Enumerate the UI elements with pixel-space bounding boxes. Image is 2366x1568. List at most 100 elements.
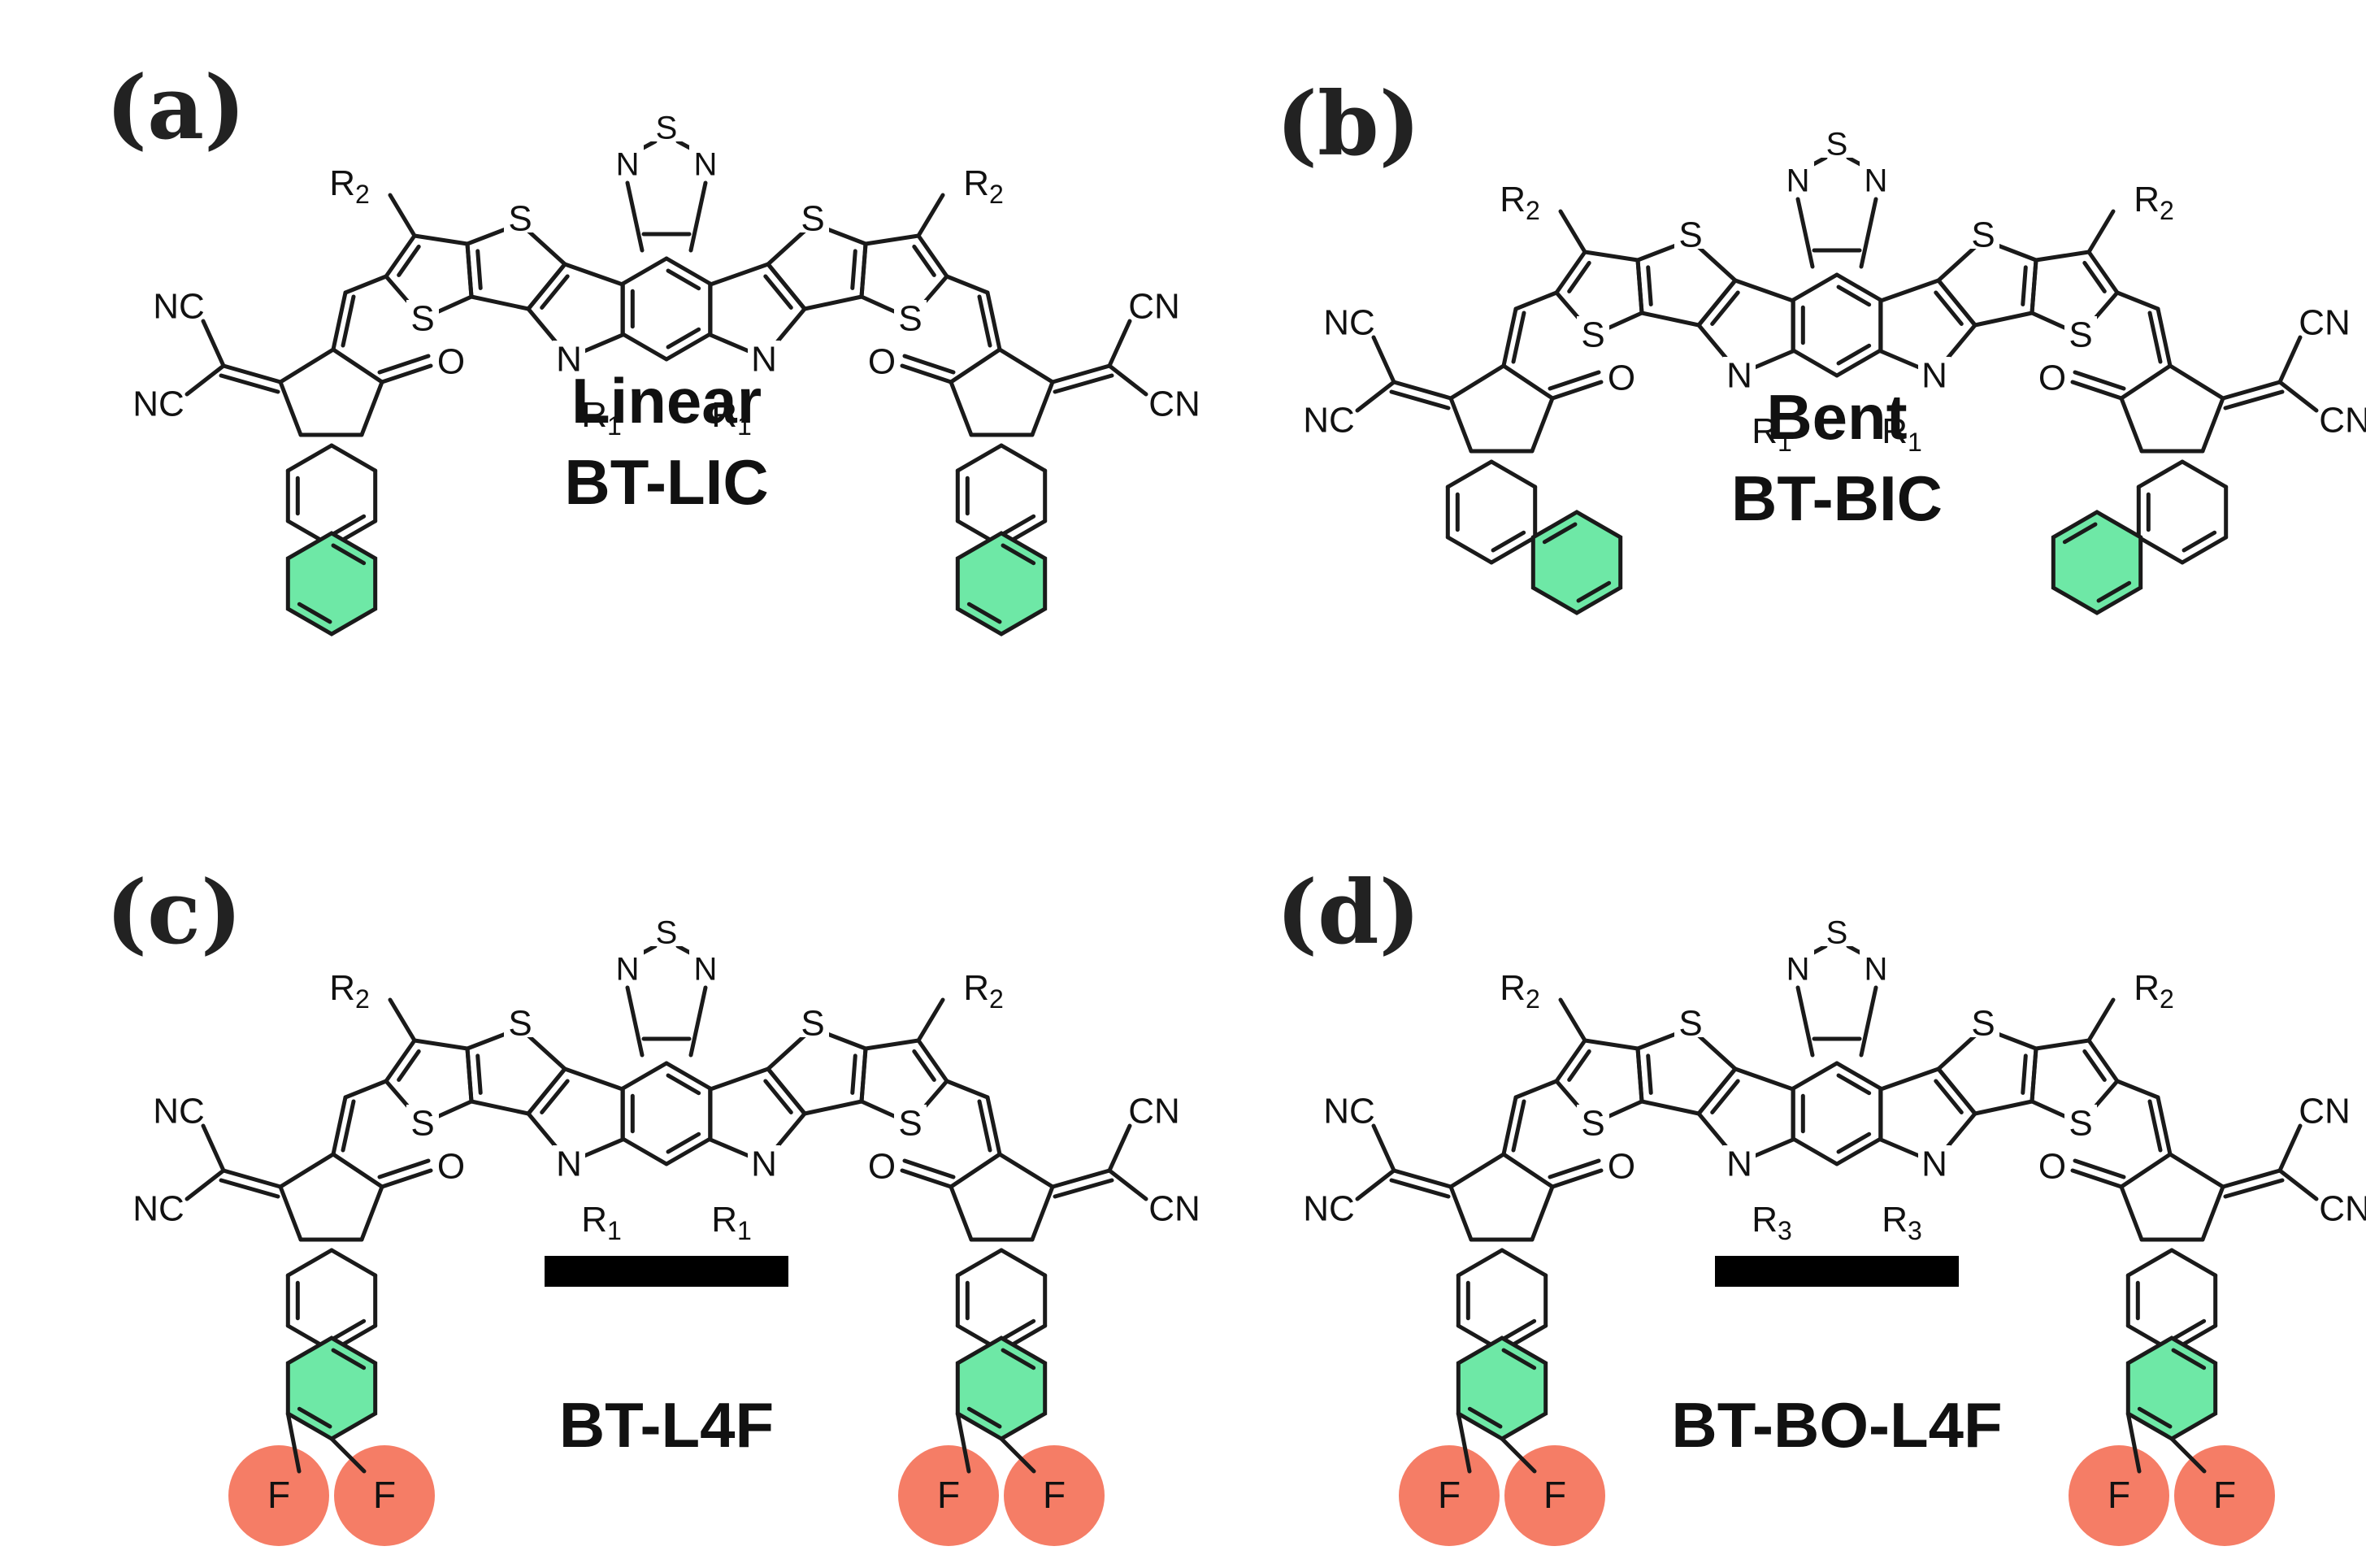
- thiophene-inner-s-right-backdrop: [1967, 216, 1999, 249]
- double-bond: [331, 514, 367, 536]
- thiophene-inner-left-bond: [1696, 278, 1738, 328]
- indanone-ring-right-bond: [2168, 1152, 2225, 1189]
- n-substituent-left: R3: [1752, 1200, 1792, 1245]
- indanone-ring-left-bond: [1530, 1184, 1555, 1242]
- thiophene-outer-s-right-backdrop: [2064, 1105, 2097, 1137]
- methylene-double-bond-right: [1053, 373, 1114, 394]
- highlight-ring-left: [1530, 510, 1623, 615]
- indanone-ring-right-bond: [2168, 363, 2225, 401]
- pyrrole-right-bond: [708, 1066, 771, 1092]
- carbonyl-o-left-backdrop: [1605, 359, 1638, 392]
- thiophene-outer-s-left: S: [1581, 315, 1604, 355]
- fused-benzene-right-bond: [2136, 535, 2185, 565]
- c-f-bond-right: [955, 1411, 971, 1474]
- side-substituent-right-index: 2: [989, 984, 1004, 1014]
- double-bond: [397, 1049, 421, 1082]
- side-substituent-right: R2: [963, 163, 1004, 209]
- pyrrole-right-bond: [708, 262, 771, 287]
- pyrrole-n-right-backdrop: [748, 1145, 780, 1178]
- double-bond: [1001, 543, 1036, 566]
- vinyl-double-bond-right: [2147, 1099, 2163, 1153]
- nitrile-bond-left: [1355, 1168, 1396, 1201]
- c-f-bond-left: [329, 1436, 367, 1474]
- central-benzene-bond: [1834, 1061, 1883, 1091]
- thiophene-inner-s-right-backdrop: [797, 200, 829, 232]
- double-bond: [1646, 265, 1653, 306]
- n-substituent-right-symbol: R: [711, 1200, 737, 1240]
- nitrile-bottom-left-backdrop: [137, 1190, 180, 1223]
- central-benzene-bond: [1834, 348, 1883, 378]
- thiadiazole-n-left-backdrop: [611, 950, 644, 983]
- nitrile-top-right-backdrop: [1133, 1092, 1175, 1125]
- thiophene-outer-left-bond: [384, 233, 417, 279]
- fused-benzene-left-bond: [1500, 1248, 1548, 1278]
- double-bond: [850, 249, 857, 290]
- indanone-ring-left-bond: [1448, 396, 1474, 454]
- carbonyl-double-bond-left: [1548, 370, 1601, 391]
- side-substituent-left: R2: [329, 968, 370, 1014]
- highlight-ring-left: [285, 531, 378, 636]
- double-bond: [297, 602, 332, 624]
- n-substituent-left-index: 3: [1778, 1216, 1792, 1245]
- nitrile-bottom-right: CN: [2319, 401, 2366, 441]
- side-chain-bond-right: [2086, 997, 2116, 1043]
- thiophene-inner-left-bond: [1639, 1099, 1701, 1116]
- vinyl-bond-right: [2155, 306, 2173, 368]
- thiophene-inner-left-bond: [1639, 311, 1701, 328]
- thiadiazole-bond: [1859, 197, 1878, 269]
- n-substituent-right: R3: [1882, 1200, 1922, 1245]
- double-bond: [1710, 290, 1740, 326]
- thiadiazole-s: S: [1826, 915, 1848, 951]
- thiophene-inner-s-right: S: [801, 199, 824, 239]
- indanone-ring-left-bond: [359, 380, 384, 437]
- fluorine-label-right-2: F: [2213, 1474, 2236, 1516]
- vinyl-double-bond-left: [1511, 1099, 1526, 1153]
- thiophene-outer-s-left: S: [410, 299, 434, 339]
- fluorine-highlight-right-2: [2174, 1445, 2275, 1546]
- carbonyl-bond-right: [2070, 380, 2124, 401]
- double-bond: [763, 274, 793, 310]
- thiophene-outer-right-bond: [863, 1038, 921, 1051]
- nitrile-bottom-right-backdrop: [1153, 1190, 1196, 1223]
- side-chain-bond-right: [916, 997, 945, 1043]
- double-bond: [2021, 265, 2028, 306]
- central-benzene-bond: [620, 1136, 669, 1166]
- carbonyl-o-right-backdrop: [2036, 1148, 2069, 1180]
- methylene-bond-right: [1050, 363, 1112, 384]
- pyrrole-n-left-backdrop: [553, 1145, 585, 1178]
- central-benzene-bond: [664, 1136, 713, 1166]
- vinyl-bond-left: [343, 1079, 389, 1100]
- nitrile-bond-left: [185, 363, 226, 397]
- double-bond: [2181, 530, 2217, 553]
- pyrrole-right-bond: [1878, 1066, 1941, 1092]
- double-bond: [1491, 530, 1526, 553]
- nitrile-top-left-backdrop: [1328, 304, 1370, 337]
- molecule-name-c-1: BT-L4F: [559, 1389, 774, 1461]
- side-substituent-left: R2: [1500, 968, 1540, 1014]
- thiadiazole-bond: [625, 180, 645, 253]
- carbonyl-double-bond-left: [377, 354, 431, 375]
- double-bond: [666, 1073, 701, 1096]
- carbonyl-o-right-backdrop: [866, 343, 898, 376]
- indanone-ring-left-bond: [278, 347, 336, 384]
- pyrrole-n-right: N: [751, 1145, 777, 1184]
- thiadiazole-n-left: N: [1786, 952, 1810, 988]
- carbonyl-o-left: O: [1608, 1147, 1635, 1187]
- methylene-bond-left: [1391, 380, 1453, 401]
- c-f-bond-left: [1500, 1436, 1537, 1474]
- thiophene-outer-s-right-backdrop: [894, 1105, 927, 1137]
- pyrrole-n-left-backdrop: [1723, 357, 1756, 389]
- nitrile-bond-left: [201, 1123, 226, 1173]
- c-f-bond-left: [1456, 1411, 1472, 1474]
- double-bond: [1467, 1406, 1503, 1429]
- thiadiazole-s: S: [656, 915, 678, 951]
- thiophene-inner-left-bond: [526, 262, 567, 311]
- indanone-ring-left-bond: [278, 380, 303, 437]
- nitrile-top-left-backdrop: [158, 288, 200, 320]
- side-substituent-left-index: 2: [1526, 196, 1540, 225]
- double-bond: [763, 1079, 793, 1114]
- thiadiazole-bond: [1859, 985, 1878, 1058]
- thiophene-outer-s-left-backdrop: [406, 300, 439, 332]
- side-substituent-right-symbol: R: [2134, 968, 2160, 1008]
